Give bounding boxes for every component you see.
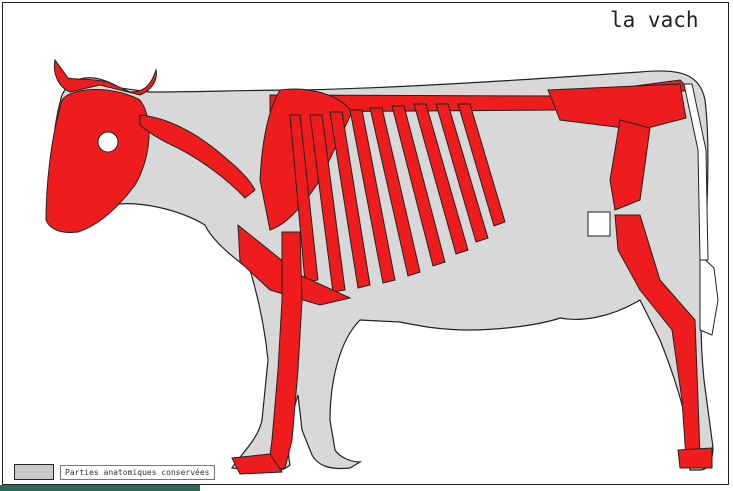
- credit-text: [12, 200, 22, 460]
- eye-socket: [98, 132, 118, 152]
- legend-swatch: [14, 464, 54, 480]
- tail-tassel: [700, 255, 718, 335]
- legend-label: Parties anatomiques conservées: [60, 465, 215, 480]
- diagram-title: la vach: [610, 8, 699, 32]
- legend: Parties anatomiques conservées: [14, 463, 215, 481]
- patella: [588, 212, 610, 236]
- bottom-strip: [0, 485, 200, 491]
- hind-hoof: [678, 448, 712, 468]
